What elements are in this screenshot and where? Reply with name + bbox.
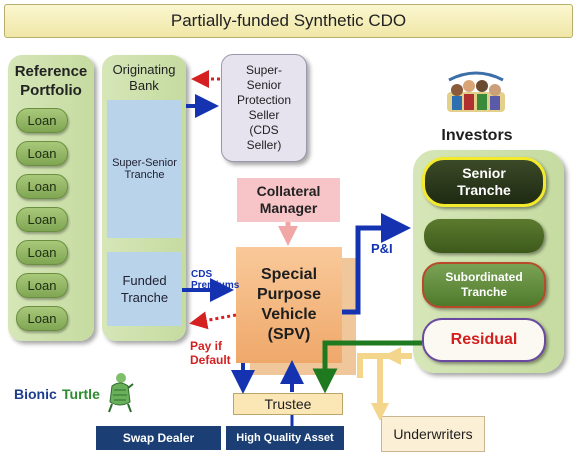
- subordinated-tranche-line2: Tranche: [460, 285, 508, 299]
- pay-if-default-label-line2: Default: [190, 353, 231, 367]
- subordinated-tranche: Subordinated Tranche: [422, 262, 546, 308]
- spv-line: Special: [260, 266, 318, 283]
- loan: Loan: [16, 174, 68, 199]
- bionic-turtle-logo: Bionic Turtle: [14, 372, 134, 416]
- protection-seller-line: Protection: [236, 93, 292, 107]
- loan: Loan: [16, 306, 68, 331]
- pay-if-default-arrow: [189, 311, 237, 330]
- investors-group-icon: [445, 70, 507, 114]
- investors-title: Investors: [441, 127, 513, 144]
- senior-tranche-line1: Senior: [462, 165, 506, 181]
- funded-tranche-line2: Tranche: [120, 290, 169, 305]
- high-quality-asset-box: High Quality Asset: [226, 426, 344, 450]
- loan: Loan: [16, 273, 68, 298]
- funded-tranche: Funded Tranche: [107, 252, 182, 326]
- loan: Loan: [16, 108, 68, 133]
- originating-bank-title: Originating Bank: [102, 62, 186, 94]
- spv-line: (SPV): [267, 326, 311, 343]
- spv-line: Purpose: [256, 286, 321, 303]
- reference-portfolio-title-line1: Reference: [14, 63, 88, 80]
- cds-premiums-label-line2: Premiums: [191, 280, 240, 291]
- spv-box: Special Purpose Vehicle (SPV): [236, 247, 342, 363]
- collateral-manager-box: Collateral Manager: [237, 178, 340, 222]
- pay-if-default-label-line1: Pay if: [190, 339, 223, 353]
- loan: Loan: [16, 207, 68, 232]
- p-and-i-arrow: [342, 213, 411, 315]
- senior-tranche-line2: Tranche: [457, 182, 511, 198]
- reference-portfolio-title-line2: Portfolio: [20, 82, 82, 99]
- p-and-i-label: P&I: [371, 241, 393, 256]
- underwriters-arrow-1: [357, 353, 412, 378]
- collateral-manager-line1: Collateral: [256, 183, 321, 199]
- swap-dealer-box: Swap Dealer: [96, 426, 221, 450]
- loan: Loan: [16, 141, 68, 166]
- super-senior-tranche-line2: Tranche: [124, 169, 165, 181]
- senior-tranche: Senior Tranche: [422, 157, 546, 207]
- turtle-icon: [108, 373, 134, 413]
- originating-bank-title-line2: Bank: [129, 78, 159, 93]
- cds-premiums-label: CDS Premiums: [191, 269, 239, 291]
- protection-seller-line: Seller: [248, 108, 280, 122]
- underwriters-box: Underwriters: [381, 416, 485, 452]
- trustee-box: Trustee: [233, 393, 343, 415]
- pay-if-default-label: Pay if Default: [190, 339, 231, 367]
- originating-bank-title-line1: Originating: [112, 62, 176, 77]
- residual-tranche: Residual: [422, 318, 546, 362]
- cds-premiums-label-line1: CDS: [191, 269, 213, 280]
- protection-seller-box: Super- Senior Protection Seller (CDS Sel…: [221, 54, 307, 162]
- loan: Loan: [16, 240, 68, 265]
- protection-seller-line: (CDS: [249, 123, 279, 137]
- super-senior-tranche-line1: Super-Senior: [112, 157, 177, 169]
- protection-seller-line: Senior: [246, 78, 282, 92]
- protection-seller-line: Super-: [245, 63, 283, 77]
- subordinated-tranche-line1: Subordinated: [445, 270, 523, 284]
- mezzanine-tranche: [424, 219, 544, 253]
- reference-portfolio-title: Reference Portfolio: [8, 62, 94, 100]
- diagram-title: Partially-funded Synthetic CDO: [4, 4, 573, 38]
- protection-seller-line: Seller): [246, 138, 282, 152]
- spv-line: Vehicle: [261, 306, 317, 323]
- logo-text-turtle: Turtle: [62, 386, 100, 402]
- funded-tranche-line1: Funded: [122, 273, 167, 288]
- super-senior-tranche: Super-Senior Tranche: [107, 100, 182, 238]
- residual-to-trustee-arrow: [312, 340, 422, 394]
- logo-text-bionic: Bionic: [14, 386, 57, 402]
- collateral-manager-line2: Manager: [259, 200, 318, 216]
